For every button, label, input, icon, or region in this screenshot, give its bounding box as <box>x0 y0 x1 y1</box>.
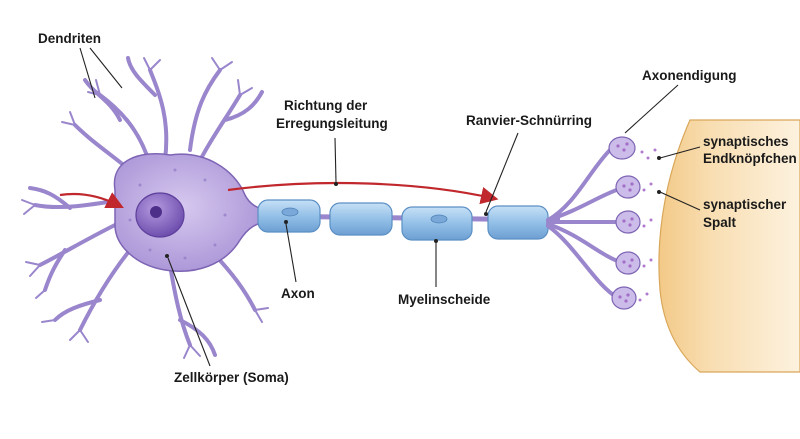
myelin-segments <box>257 199 549 241</box>
terminal-branches <box>546 148 624 300</box>
dendrite-branches <box>28 56 264 357</box>
label-conduction-direction-1: Richtung der <box>284 98 368 113</box>
label-axon: Axon <box>281 286 315 301</box>
label-dendrites: Dendriten <box>38 31 101 46</box>
input-arrow <box>59 192 124 208</box>
label-synaptic-bouton-2: Endknöpfchen <box>703 151 797 166</box>
label-node-of-ranvier: Ranvier-Schnürring <box>466 113 592 128</box>
label-synaptic-cleft-1: synaptischer <box>703 197 787 212</box>
leader-lines <box>79 47 701 367</box>
target-cell <box>658 119 800 373</box>
label-soma: Zellkörper (Soma) <box>174 370 289 385</box>
label-synaptic-cleft-2: Spalt <box>703 215 737 230</box>
conduction-arrow <box>227 181 499 205</box>
label-myelin-sheath: Myelinscheide <box>398 292 491 307</box>
synaptic-boutons <box>608 136 641 310</box>
neurotransmitter-dots <box>638 148 657 302</box>
label-axon-terminal: Axonendigung <box>642 68 737 83</box>
label-synaptic-bouton-1: synaptisches <box>703 134 789 149</box>
label-conduction-direction-2: Erregungsleitung <box>276 116 388 131</box>
